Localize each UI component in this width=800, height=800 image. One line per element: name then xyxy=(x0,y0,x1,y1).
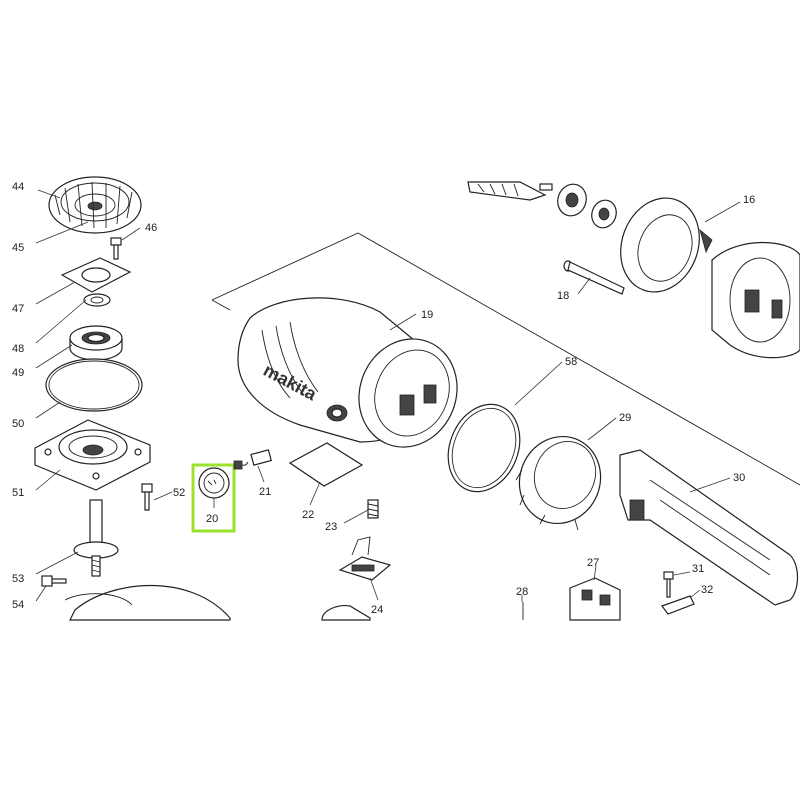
part-54-screw[interactable] xyxy=(41,575,67,587)
part-19-motor-housing[interactable]: makita xyxy=(237,297,473,462)
label-30: 30 xyxy=(733,472,745,484)
part-48-washer[interactable] xyxy=(83,293,111,307)
field-coil[interactable] xyxy=(711,242,800,359)
label-58: 58 xyxy=(565,356,577,368)
label-32: 32 xyxy=(701,584,713,596)
part-53-spindle[interactable] xyxy=(73,499,119,577)
label-46: 46 xyxy=(145,222,157,234)
part-50-o-ring[interactable] xyxy=(45,358,143,412)
label-20: 20 xyxy=(206,513,218,525)
armature-partial[interactable] xyxy=(467,181,553,201)
part-30-rear-handle[interactable] xyxy=(619,449,799,606)
label-45: 45 xyxy=(12,242,24,254)
part-29-ring-nut[interactable] xyxy=(506,424,613,536)
label-18: 18 xyxy=(557,290,569,302)
label-44: 44 xyxy=(12,181,24,193)
part-20-brush-cap[interactable] xyxy=(198,467,230,499)
part-18-through-bolt[interactable] xyxy=(563,260,625,295)
part-49-ball-bearing[interactable] xyxy=(69,325,123,361)
label-21: 21 xyxy=(259,486,271,498)
part-21-carbon-brush[interactable] xyxy=(233,449,272,470)
part-52-screw[interactable] xyxy=(141,483,153,511)
wheel-guard[interactable] xyxy=(64,584,231,621)
part-31-screw[interactable] xyxy=(663,571,674,598)
label-19: 19 xyxy=(421,309,433,321)
part-23-set-screw[interactable] xyxy=(367,499,379,519)
leader-lines xyxy=(35,189,741,602)
label-50: 50 xyxy=(12,418,24,430)
part-47-bearing-retainer[interactable] xyxy=(60,257,132,293)
part-20-highlight-box[interactable] xyxy=(191,463,236,533)
label-24: 24 xyxy=(371,604,383,616)
bearing-small-2[interactable] xyxy=(588,197,620,232)
label-47: 47 xyxy=(12,303,24,315)
label-23: 23 xyxy=(325,521,337,533)
label-16: 16 xyxy=(743,194,755,206)
label-31: 31 xyxy=(692,563,704,575)
part-46-screw[interactable] xyxy=(110,237,122,260)
label-48: 48 xyxy=(12,343,24,355)
label-52: 52 xyxy=(173,487,185,499)
part-labels: 44 45 46 47 48 49 50 51 52 53 54 20 21 2… xyxy=(12,181,755,616)
part-44-bevel-gear[interactable] xyxy=(48,176,142,234)
part-24-switch-lever[interactable] xyxy=(338,536,392,581)
label-49: 49 xyxy=(12,367,24,379)
part-27-switch[interactable] xyxy=(569,577,621,621)
part-22-label-plate[interactable] xyxy=(288,442,364,487)
label-27: 27 xyxy=(587,557,599,569)
part-16-baffle-plate[interactable] xyxy=(608,187,713,303)
assembly-outline xyxy=(211,299,231,311)
label-54: 54 xyxy=(12,599,24,611)
lower-housing-partial xyxy=(321,605,371,621)
label-28: 28 xyxy=(516,586,528,598)
bearing-small-1[interactable] xyxy=(553,180,590,220)
part-32-strain-relief[interactable] xyxy=(661,595,695,615)
label-29: 29 xyxy=(619,412,631,424)
assembly-outline xyxy=(211,232,800,486)
part-58-o-ring[interactable] xyxy=(436,394,533,503)
part-51-bearing-box[interactable] xyxy=(34,419,151,491)
label-22: 22 xyxy=(302,509,314,521)
label-53: 53 xyxy=(12,573,24,585)
label-51: 51 xyxy=(12,487,24,499)
